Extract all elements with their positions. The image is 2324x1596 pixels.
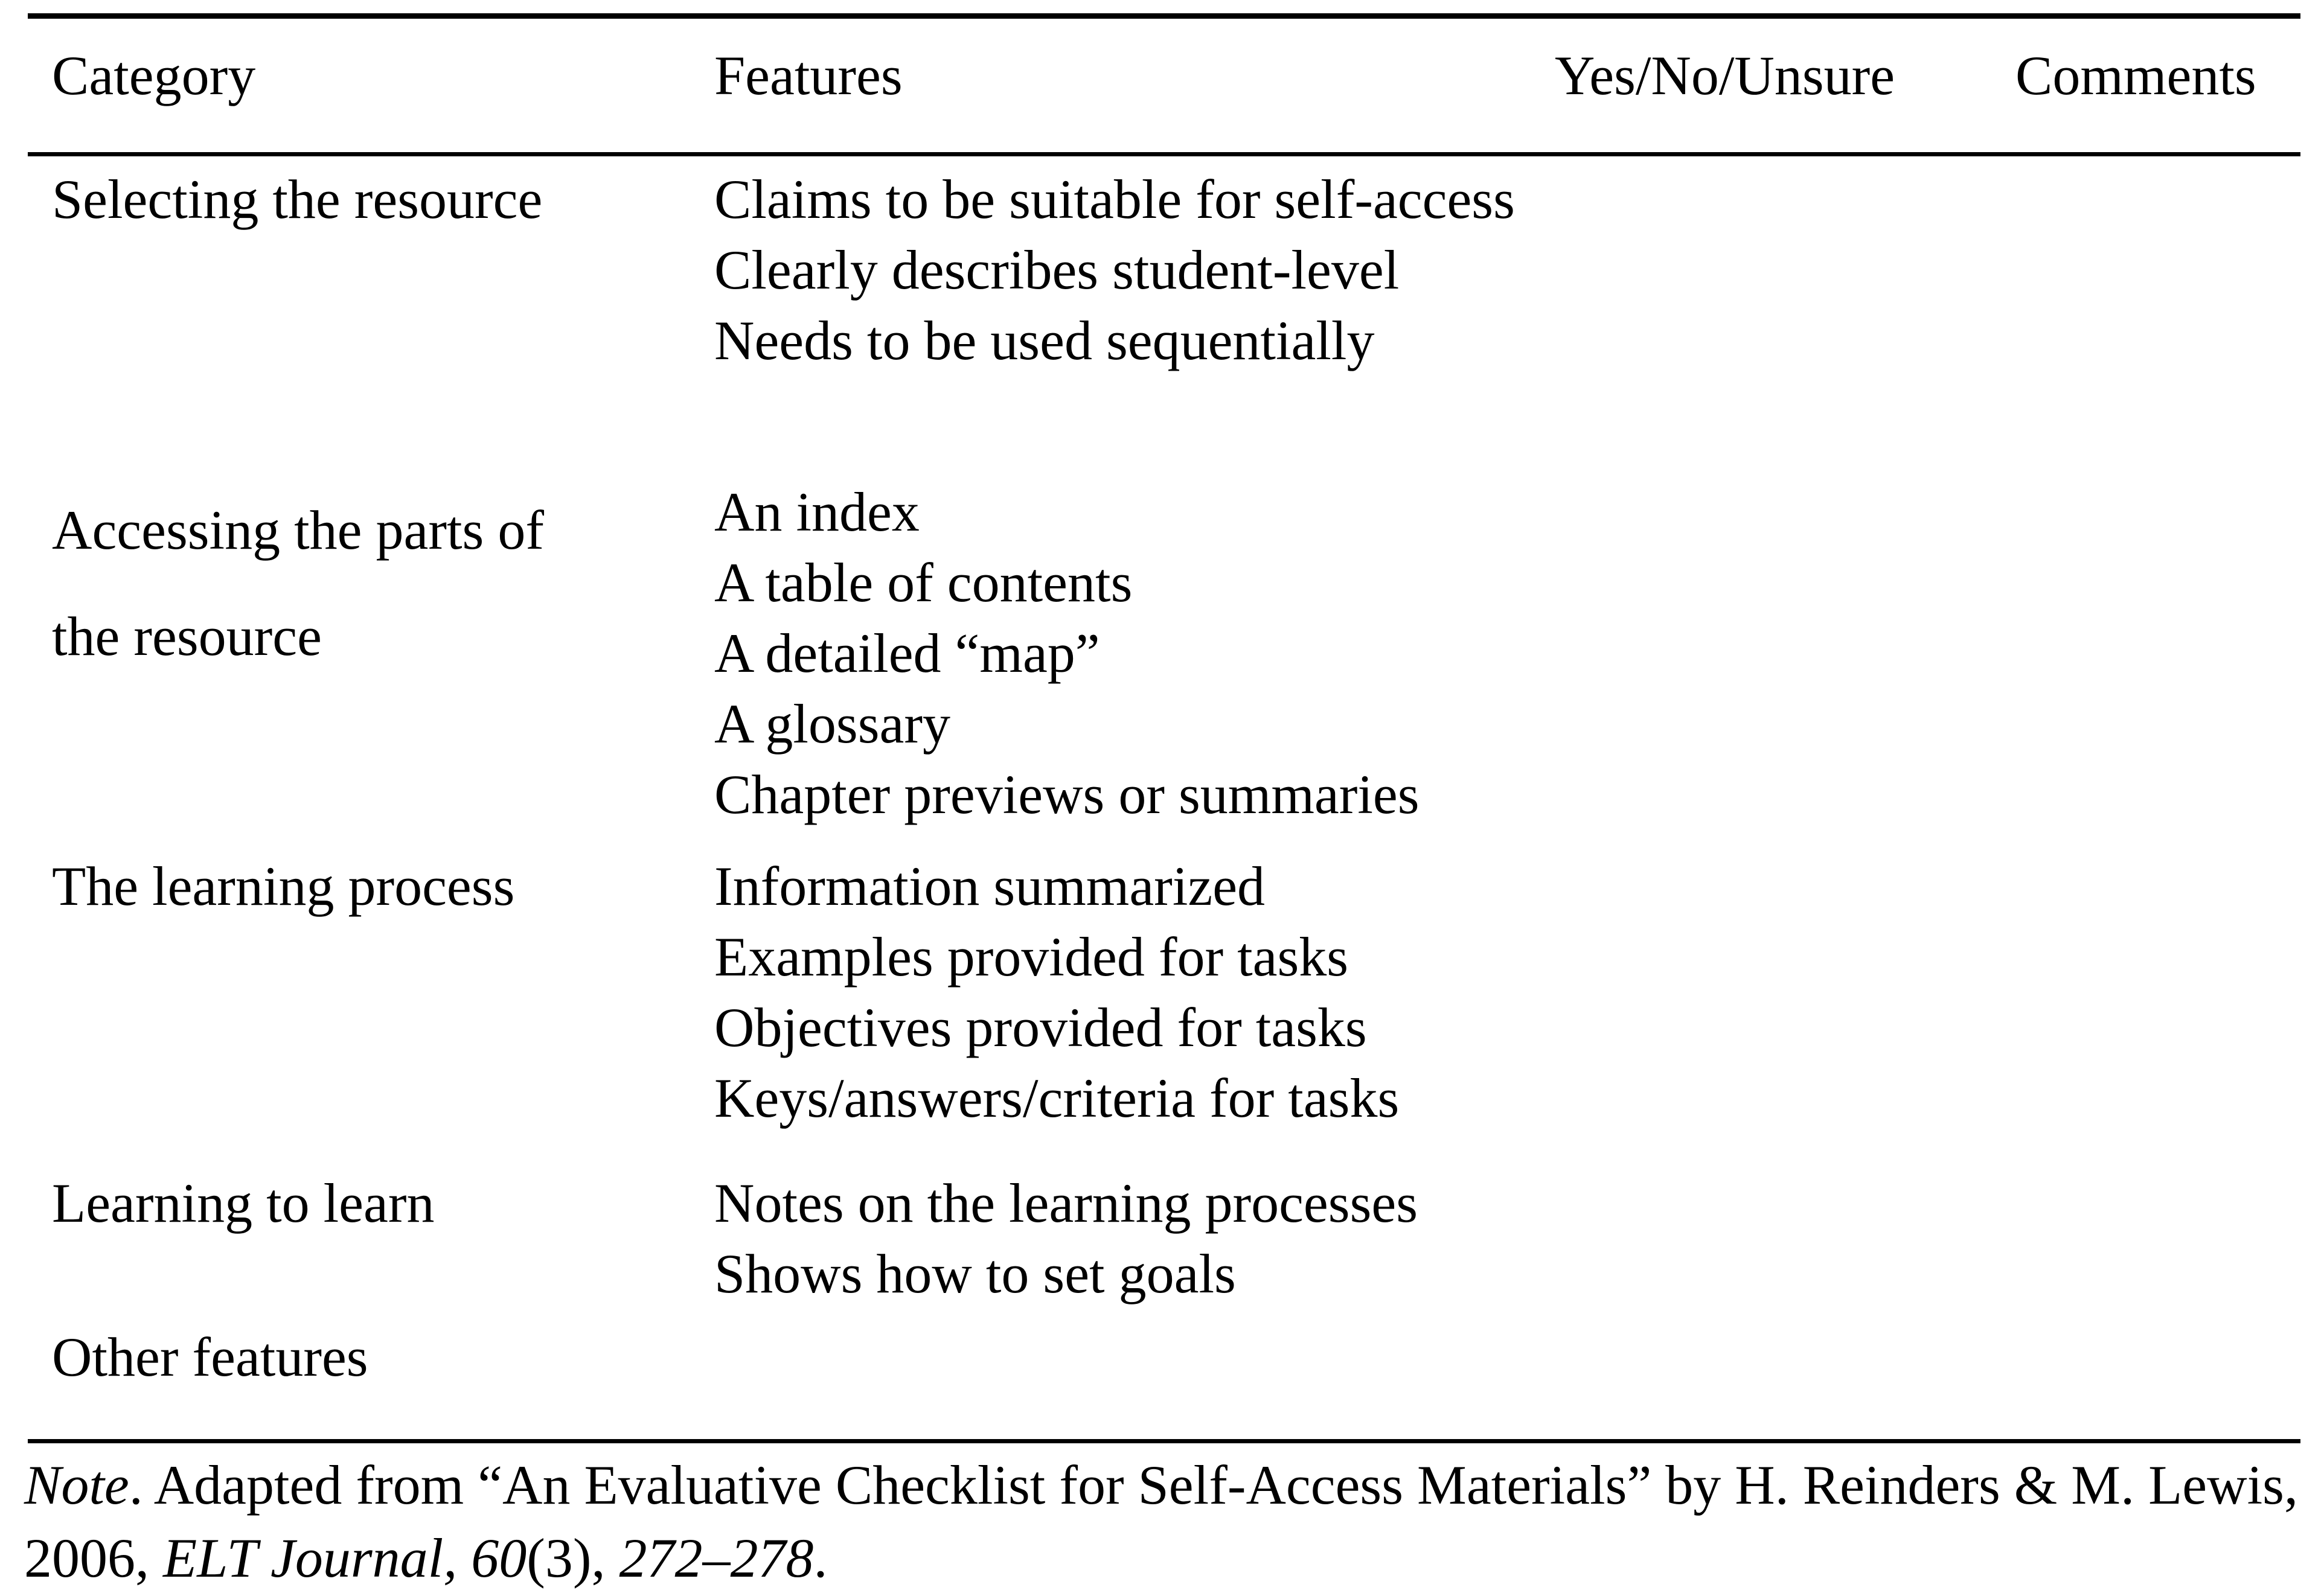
- list-item: A table of contents: [714, 552, 1133, 613]
- table-note-journal: ELT Journal, 60: [163, 1527, 527, 1589]
- table-note-text-2: (3),: [527, 1527, 619, 1589]
- row-features-list: An index A table of contents A detailed …: [714, 477, 1541, 830]
- row-features-list: Claims to be suitable for self-access Cl…: [714, 164, 1541, 376]
- table-header-row: Category Features Yes/No/Unsure Comments: [0, 42, 2324, 133]
- row-features-list: Information summarized Examples provided…: [714, 851, 1541, 1134]
- list-item: Objectives provided for tasks: [714, 997, 1367, 1058]
- list-item: A glossary: [714, 693, 950, 755]
- list-item: Chapter previews or summaries: [714, 764, 1420, 825]
- column-header-comments: Comments: [2015, 45, 2256, 106]
- list-item: An index: [714, 481, 920, 543]
- column-header-features: Features: [714, 45, 903, 106]
- row-category-label: Learning to learn: [52, 1172, 435, 1234]
- column-header-category: Category: [52, 45, 256, 106]
- list-item: A detailed “map”: [714, 622, 1100, 684]
- table-note-text-1: . Adapted from “An Evaluative Checklist …: [24, 1454, 2298, 1589]
- list-item: Shows how to set goals: [714, 1243, 1236, 1304]
- row-category-label: Accessing the parts of the resource: [52, 477, 704, 689]
- table-bottom-rule: [28, 1439, 2300, 1443]
- column-header-yes-no-unsure: Yes/No/Unsure: [1555, 45, 1895, 106]
- row-category-label: The learning process: [52, 855, 515, 917]
- row-category-label-line1: Accessing the parts of: [52, 499, 544, 561]
- list-item: Clearly describes student-level: [714, 239, 1400, 301]
- list-item: Claims to be suitable for self-access: [714, 168, 1515, 230]
- list-item: Information summarized: [714, 855, 1266, 917]
- row-features-list: Notes on the learning processes Shows ho…: [714, 1168, 1541, 1309]
- table-note-label: Note: [24, 1454, 129, 1516]
- list-item: Needs to be used sequentially: [714, 310, 1375, 371]
- row-category-label: Other features: [52, 1326, 368, 1388]
- list-item: Notes on the learning processes: [714, 1172, 1418, 1234]
- table-header-rule: [28, 152, 2300, 156]
- row-category-label-line2: the resource: [52, 605, 322, 667]
- list-item: Keys/answers/criteria for tasks: [714, 1067, 1400, 1129]
- table-note-text-3: .: [813, 1527, 828, 1589]
- table-note-pages: 272–278: [619, 1527, 814, 1589]
- row-category-label: Selecting the resource: [52, 168, 543, 230]
- list-item: Examples provided for tasks: [714, 926, 1349, 988]
- table-top-rule: [28, 13, 2300, 19]
- table-note: Note. Adapted from “An Evaluative Checkl…: [24, 1449, 2313, 1595]
